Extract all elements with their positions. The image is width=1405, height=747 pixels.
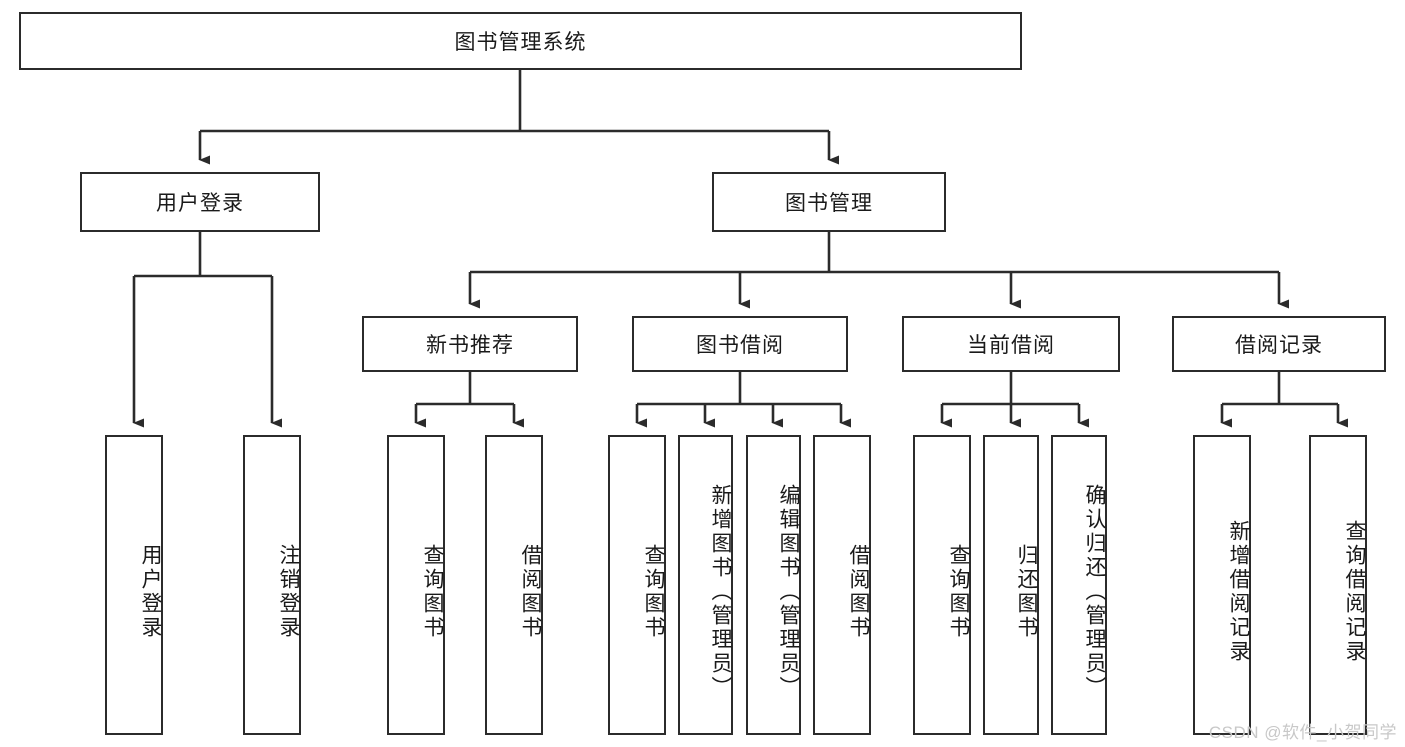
node-borrow-record[interactable]: 借阅记录: [1172, 316, 1386, 372]
leaf-add-borrow-record[interactable]: 新增借阅记录: [1193, 435, 1251, 735]
node-root-system[interactable]: 图书管理系统: [19, 12, 1022, 70]
leaf-user-login[interactable]: 用户登录: [105, 435, 163, 735]
leaf-borrow-book-recommend[interactable]: 借阅图书: [485, 435, 543, 735]
node-book-management[interactable]: 图书管理: [712, 172, 946, 232]
node-current-borrow[interactable]: 当前借阅: [902, 316, 1120, 372]
leaf-query-borrow-record[interactable]: 查询借阅记录: [1309, 435, 1367, 735]
node-new-book-recommend[interactable]: 新书推荐: [362, 316, 578, 372]
leaf-return-book[interactable]: 归还图书: [983, 435, 1039, 735]
csdn-watermark: CSDN @软件_小贺同学: [1208, 723, 1397, 742]
leaf-confirm-return-admin[interactable]: 确认归还（管理员）: [1051, 435, 1107, 735]
leaf-edit-book-admin[interactable]: 编辑图书（管理员）: [746, 435, 801, 735]
leaf-borrow-book[interactable]: 借阅图书: [813, 435, 871, 735]
leaf-logout-login[interactable]: 注销登录: [243, 435, 301, 735]
leaf-query-book-borrow[interactable]: 查询图书: [608, 435, 666, 735]
leaf-query-book-current[interactable]: 查询图书: [913, 435, 971, 735]
node-user-login[interactable]: 用户登录: [80, 172, 320, 232]
node-book-borrow[interactable]: 图书借阅: [632, 316, 848, 372]
leaf-query-book-recommend[interactable]: 查询图书: [387, 435, 445, 735]
leaf-add-book-admin[interactable]: 新增图书（管理员）: [678, 435, 733, 735]
